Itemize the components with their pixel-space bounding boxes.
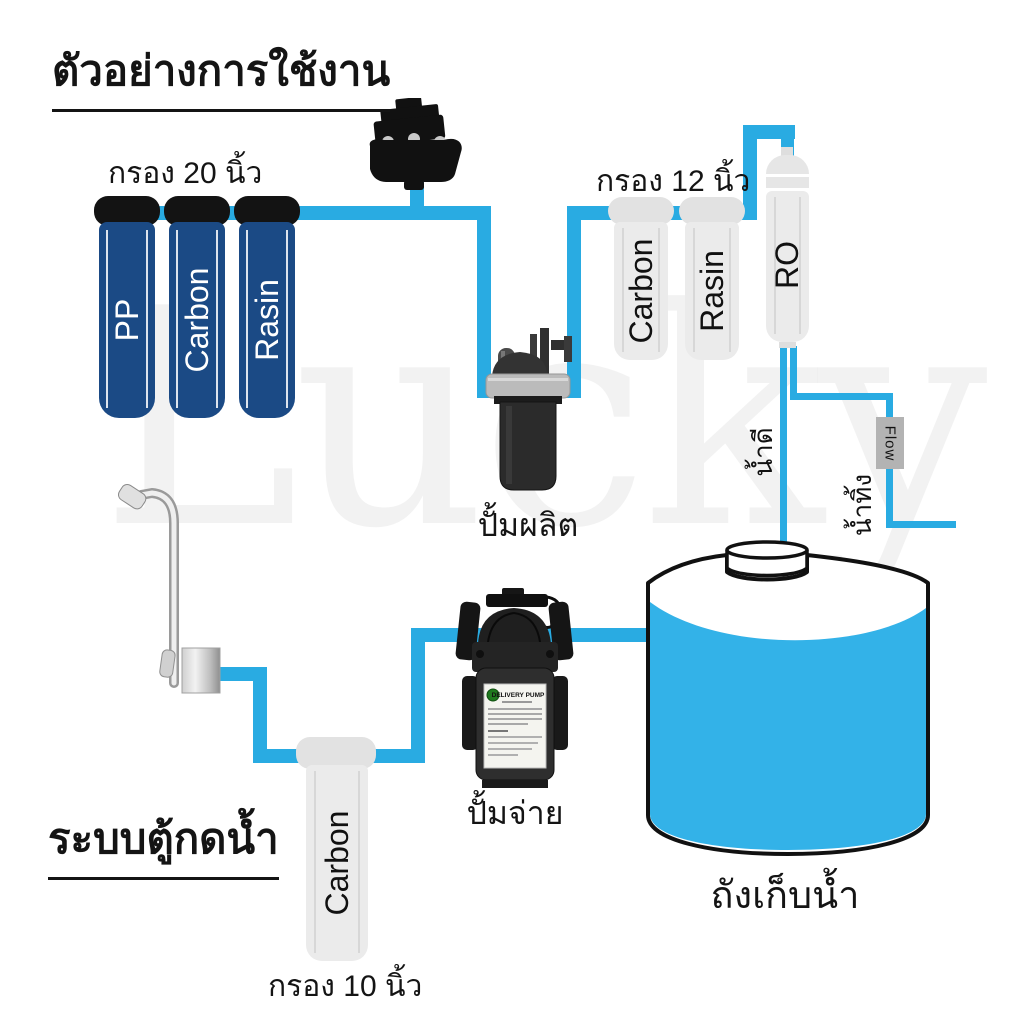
filter-rasin20-cap xyxy=(234,196,300,226)
filter-rasin20-label: Rasin xyxy=(248,279,285,361)
tank-label: ถังเก็บน้ำ xyxy=(710,875,860,917)
filter-carbon12-body xyxy=(614,222,668,360)
flow-restrictor-label: Flow xyxy=(881,425,899,461)
ro-ring xyxy=(766,177,809,188)
filter-carbon20-label: Carbon xyxy=(178,267,215,373)
pipe-waste-horizontal xyxy=(790,393,893,400)
filter-carbon20-cap xyxy=(164,196,230,226)
pipe-good-water xyxy=(780,346,787,554)
delivery-pump-icon: DELIVERY PUMP xyxy=(455,588,574,788)
pipe-waste-to-flow xyxy=(886,393,893,423)
filter-pp-cap xyxy=(94,196,160,226)
dispenser-title: ระบบตู้กดน้ำ xyxy=(48,806,279,880)
pipe-faucet-riser xyxy=(253,667,267,763)
pipe-waste-stub xyxy=(790,346,797,400)
filter-carbon10-cap xyxy=(296,737,376,769)
filter-carbon10-label: Carbon xyxy=(318,810,355,916)
filter-carbon10-body xyxy=(306,765,368,961)
delivery-pump-plate-text: DELIVERY PUMP xyxy=(492,692,545,699)
stage20-caption: กรอง 20 นิ้ว xyxy=(108,157,263,190)
page-title: ตัวอย่างการใช้งาน xyxy=(52,38,391,112)
filter-pp-body xyxy=(99,222,155,418)
faucet-icon xyxy=(117,484,221,694)
ro-bottom-stub xyxy=(779,342,796,348)
filter-rasin12-cap xyxy=(679,197,745,225)
pipe-drain xyxy=(886,521,956,528)
pipe-flow-out xyxy=(886,466,893,528)
flow-restrictor: Flow xyxy=(876,417,904,469)
production-pump-icon xyxy=(485,328,572,491)
pipe-up-to-ro xyxy=(743,125,757,220)
good-water-label: น้ำดี xyxy=(747,427,778,477)
filter-rasin12-label: Rasin xyxy=(693,250,730,332)
delivery-pump-label: ปั้มจ่าย xyxy=(466,795,564,831)
filter-carbon12-cap xyxy=(608,197,674,225)
waste-water-label: น้ำทิ้ง xyxy=(846,473,877,537)
pipe-down-to-pump xyxy=(477,206,491,398)
production-pump-label: ปั้มผลิต xyxy=(477,507,579,543)
storage-tank xyxy=(646,540,930,856)
ro-top-stub xyxy=(781,147,793,157)
filter-carbon12-label: Carbon xyxy=(622,238,659,344)
ro-body xyxy=(766,191,809,342)
solenoid-valve-icon xyxy=(369,98,462,190)
stage12-caption: กรอง 12 นิ้ว xyxy=(596,165,751,198)
filter-rasin20-body xyxy=(239,222,295,418)
pipe-stage10-riser xyxy=(411,628,425,763)
filter-pp-label: PP xyxy=(108,298,145,342)
stage10-caption: กรอง 10 นิ้ว xyxy=(268,970,423,1003)
filter-rasin12-body xyxy=(685,222,739,360)
ro-dome xyxy=(766,155,809,174)
ro-label: RO xyxy=(768,241,805,289)
filter-carbon20-body xyxy=(169,222,225,418)
